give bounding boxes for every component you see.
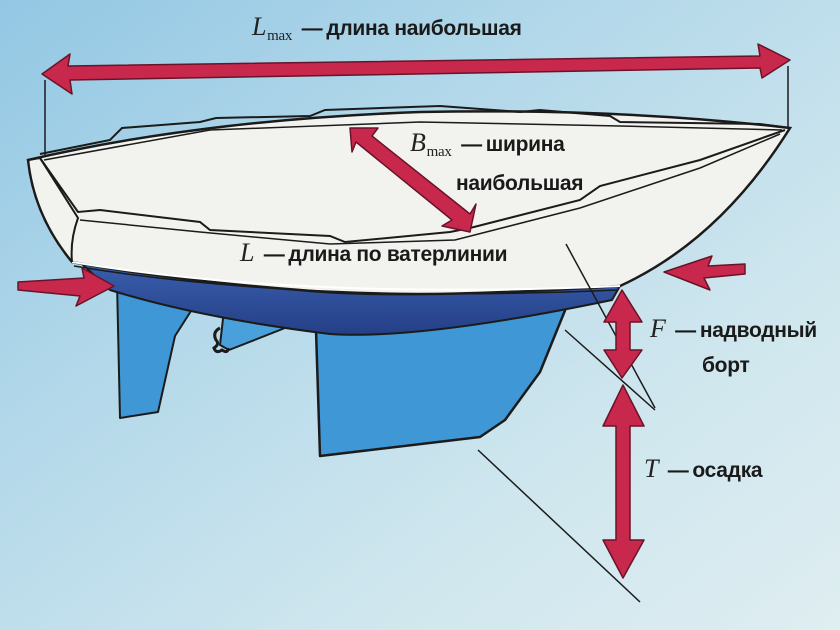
lmax-symbol: L: [252, 12, 267, 41]
waterline-extension: [565, 243, 656, 409]
draft-text: осадка: [692, 459, 763, 482]
lmax-label: Lmax —длина наибольшая: [252, 12, 522, 45]
freeboard-text-line1: надводный: [699, 319, 817, 342]
toerail-near: [39, 129, 786, 244]
bmax-symbol: B: [410, 128, 426, 157]
lmax-arrow: [41, 43, 791, 95]
freeboard-extension: [564, 329, 656, 411]
lwl-dash: —: [263, 243, 285, 266]
bmax-arrow: [349, 127, 477, 233]
lwl-label: L —длина по ватерлинии: [240, 238, 507, 268]
freeboard-label-line2: борт: [702, 354, 750, 378]
bmax-text-line1: ширина: [485, 133, 565, 156]
draft-label: T —осадка: [644, 454, 763, 484]
freeboard-dash: —: [675, 319, 696, 342]
freeboard-text-line2: борт: [702, 354, 750, 377]
freeboard-symbol: F: [650, 314, 666, 343]
freeboard-label: F —надводный: [650, 314, 817, 344]
draft-arrow: [602, 384, 645, 579]
draft-extension: [477, 449, 641, 603]
lmax-subscript: max: [267, 28, 293, 44]
lmax-dash: —: [301, 17, 323, 40]
transom: [27, 156, 80, 263]
bmax-label-line2: наибольшая: [456, 172, 584, 196]
toerail-far: [39, 104, 791, 155]
propeller: [212, 326, 230, 354]
waterline-arrow-right: [663, 255, 746, 291]
waterline-arrow-left: [17, 267, 115, 307]
freeboard-arrow: [603, 289, 643, 379]
bmax-dash: —: [461, 133, 482, 156]
lwl-symbol: L: [240, 238, 255, 267]
draft-symbol: T: [644, 454, 659, 483]
bmax-text-line2: наибольшая: [456, 172, 584, 195]
lmax-text: длина наибольшая: [326, 17, 522, 40]
draft-dash: —: [667, 459, 689, 482]
waterline: [71, 261, 621, 291]
bmax-label: Bmax —ширина: [410, 128, 565, 161]
lwl-text: длина по ватерлинии: [288, 243, 508, 266]
bmax-subscript: max: [426, 144, 452, 160]
